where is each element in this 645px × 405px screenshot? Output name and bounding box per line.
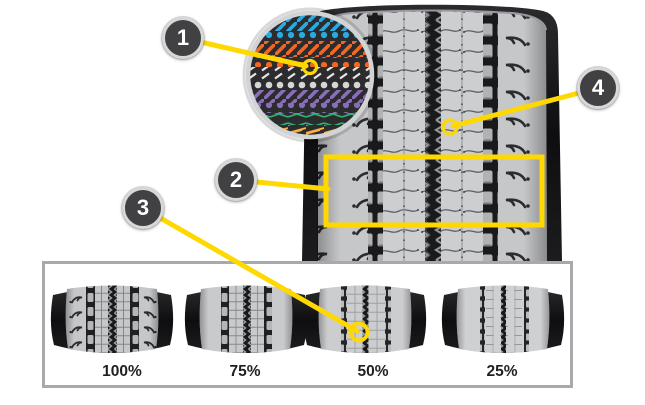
callout-badge-3: 3 xyxy=(122,187,164,229)
callout-4-target-ring xyxy=(441,118,459,136)
magnifier-ring xyxy=(245,10,375,140)
callout-3-line xyxy=(140,205,360,334)
layer-purple-plies xyxy=(248,90,372,103)
wear-label-25: 25% xyxy=(486,363,518,380)
wear-label-50: 50% xyxy=(357,363,389,380)
callout-badge-4: 4 xyxy=(577,67,619,109)
annotations xyxy=(140,35,601,343)
wear-tire-50 xyxy=(303,285,427,353)
casing-layers-magnifier xyxy=(242,7,378,143)
callout-4-line xyxy=(450,85,601,129)
callout-badge-2: 2 xyxy=(215,159,257,201)
callout-badge-1: 1 xyxy=(162,17,204,59)
wear-tire-100 xyxy=(50,285,174,353)
callout-1-line xyxy=(180,35,309,69)
wear-label-100: 100% xyxy=(102,363,142,380)
wear-tire-75 xyxy=(184,285,308,353)
callout-1-target-ring xyxy=(301,58,319,76)
layer-green-cords xyxy=(248,113,372,125)
wear-tire-25 xyxy=(441,285,565,353)
wear-stages-panel xyxy=(42,261,573,388)
callout-3-target-ring xyxy=(348,321,370,343)
wear-label-75: 75% xyxy=(229,363,261,380)
layer-orange-plies xyxy=(248,41,372,57)
tread-highlight-rect xyxy=(323,154,545,228)
